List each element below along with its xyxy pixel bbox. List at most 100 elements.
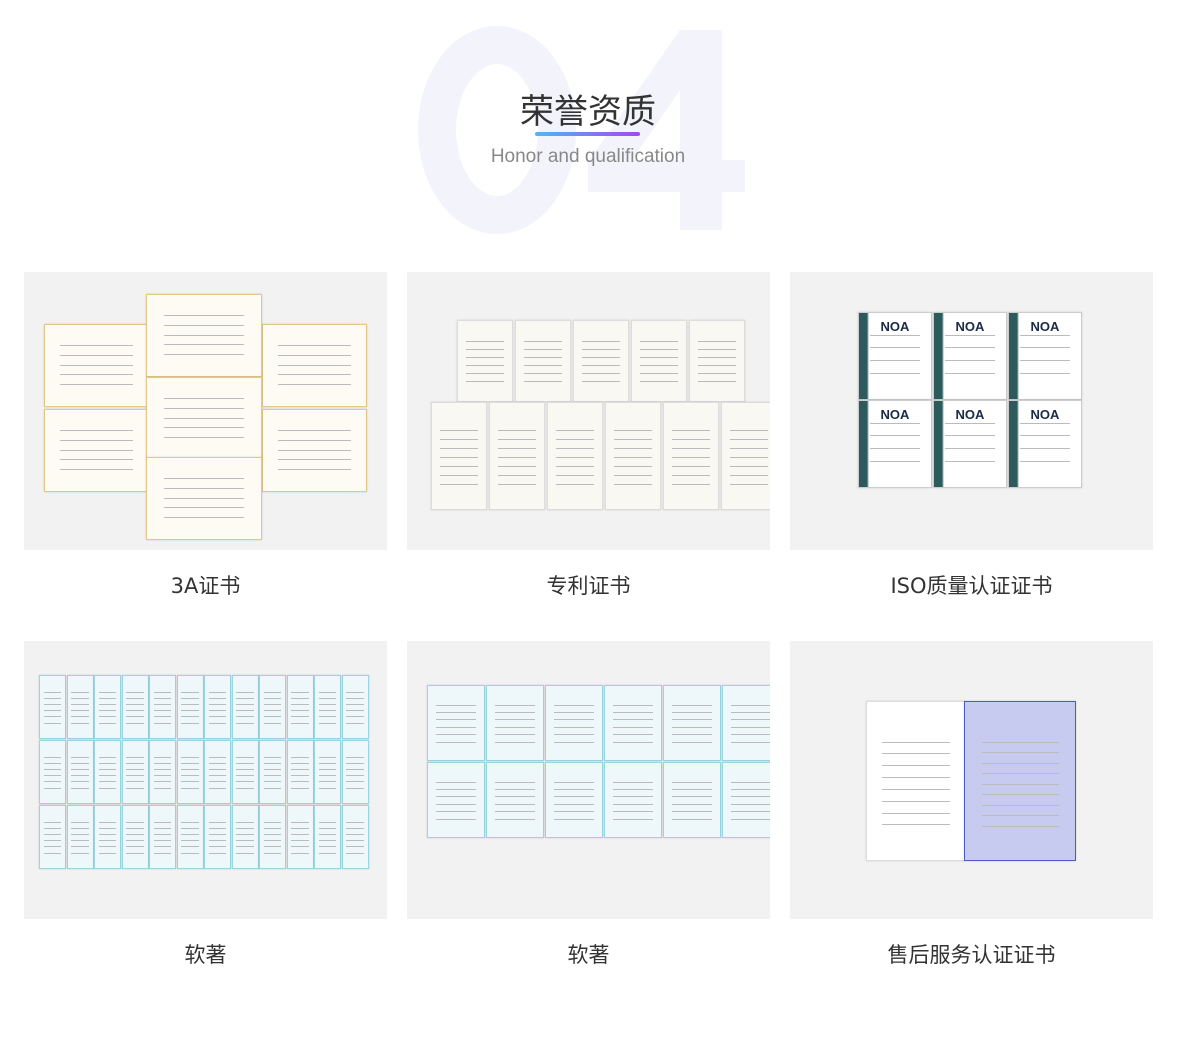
certificate-thumbnail (204, 740, 231, 804)
certificate-thumbnail (489, 402, 545, 510)
certificate-thumbnail (427, 762, 485, 838)
certificate-thumbnail (121, 805, 149, 869)
certificate-thumbnail (721, 402, 770, 510)
certificate-card-software-2[interactable]: 软著 (407, 641, 770, 969)
certificate-thumbnail: NOA (1008, 400, 1082, 488)
certificate-thumbnail (547, 402, 603, 510)
certificate-thumbnail (314, 805, 341, 869)
certificate-thumbnail (457, 320, 513, 402)
card-caption: 售后服务认证证书 (887, 943, 1056, 967)
certificate-thumbnail (176, 740, 204, 804)
certificate-thumbnail (94, 740, 121, 804)
certificate-logo: NOA (1030, 319, 1060, 334)
certificate-image (407, 641, 770, 919)
certificate-thumbnail (631, 320, 687, 402)
certificate-thumbnail (176, 805, 204, 869)
certificate-card-service[interactable]: 售后服务认证证书 (790, 641, 1153, 969)
certificate-thumbnail: NOA (933, 312, 1007, 400)
certificate-thumbnail (94, 805, 121, 869)
certificate-thumbnail (146, 377, 262, 460)
section-title: 荣誉资质 (520, 92, 656, 132)
certificate-card-3a[interactable]: 3A证书 (24, 272, 387, 600)
certificate-thumbnail (866, 701, 966, 861)
card-caption: 软著 (184, 943, 227, 967)
certificate-thumbnail (286, 740, 314, 804)
certificate-thumbnail: NOA (858, 400, 932, 488)
certificate-logo: NOA (880, 319, 910, 334)
certificate-thumbnail (44, 324, 149, 407)
certificate-thumbnail: NOA (933, 400, 1007, 488)
certificate-thumbnail (39, 675, 66, 739)
title-underline (535, 132, 640, 136)
certificate-thumbnail (262, 324, 367, 407)
certificate-thumbnail (262, 409, 367, 492)
certificate-thumbnail (573, 320, 629, 402)
certificate-thumbnail (66, 740, 94, 804)
certificate-thumbnail (663, 762, 721, 838)
certificate-thumbnail (146, 294, 262, 377)
certificate-thumbnail (66, 675, 94, 739)
certificate-thumbnail (149, 740, 176, 804)
certificate-thumbnail (204, 805, 231, 869)
certificate-thumbnail (341, 740, 369, 804)
certificate-thumbnail (149, 805, 176, 869)
card-caption: 专利证书 (546, 574, 631, 598)
certificate-card-iso[interactable]: NOA NOA NOA NOA NOA NOA ISO质量认证证书 (790, 272, 1153, 600)
certificate-thumbnail (259, 740, 286, 804)
certificate-thumbnail (545, 762, 603, 838)
certificate-thumbnail (121, 740, 149, 804)
certificate-thumbnail (722, 685, 770, 761)
certificate-thumbnail (149, 675, 176, 739)
certificate-thumbnail (964, 701, 1076, 861)
watermark-digit-four (588, 30, 745, 230)
certificate-thumbnail (146, 457, 262, 540)
certificate-thumbnail (515, 320, 571, 402)
certificate-thumbnail (486, 762, 544, 838)
certificate-thumbnail (259, 805, 286, 869)
certificate-thumbnail (176, 675, 204, 739)
watermark-digit-zero (418, 26, 576, 234)
certificate-logo: NOA (1030, 407, 1060, 422)
certificate-image: NOA NOA NOA NOA NOA NOA (790, 272, 1153, 550)
certificate-thumbnail (663, 402, 719, 510)
certificate-thumbnail (231, 740, 259, 804)
certificate-thumbnail (204, 675, 231, 739)
certificate-thumbnail (604, 685, 662, 761)
certificate-logo: NOA (955, 407, 985, 422)
certificate-card-software-1[interactable]: 软著 (24, 641, 387, 969)
certificate-thumbnail (94, 675, 121, 739)
background-section-number-watermark (418, 26, 745, 234)
certificate-thumbnail (486, 685, 544, 761)
certificate-thumbnail (663, 685, 721, 761)
certificate-card-patent[interactable]: 专利证书 (407, 272, 770, 600)
certificate-thumbnail (689, 320, 745, 402)
certificate-thumbnail (121, 675, 149, 739)
certificate-thumbnail (39, 805, 66, 869)
certificate-thumbnail (341, 675, 369, 739)
certificate-image (407, 272, 770, 550)
certificate-thumbnail (722, 762, 770, 838)
certificate-thumbnail (314, 675, 341, 739)
certificate-thumbnail (427, 685, 485, 761)
certificate-thumbnail (605, 402, 661, 510)
certificate-image (24, 641, 387, 919)
certificate-thumbnail (66, 805, 94, 869)
certificate-thumbnail (545, 685, 603, 761)
certificate-image (24, 272, 387, 550)
certificate-logo: NOA (880, 407, 910, 422)
certificate-thumbnail (286, 675, 314, 739)
certificate-logo: NOA (955, 319, 985, 334)
certificate-thumbnail: NOA (1008, 312, 1082, 400)
certificate-thumbnail (39, 740, 66, 804)
certificate-thumbnail (431, 402, 487, 510)
certificate-thumbnail: NOA (858, 312, 932, 400)
card-caption: ISO质量认证证书 (890, 574, 1053, 598)
certificate-thumbnail (314, 740, 341, 804)
certificate-thumbnail (604, 762, 662, 838)
certificate-thumbnail (259, 675, 286, 739)
card-caption: 软著 (567, 943, 610, 967)
certificate-thumbnail (231, 675, 259, 739)
certificate-thumbnail (341, 805, 369, 869)
certificate-image (790, 641, 1153, 919)
certificate-thumbnail (231, 805, 259, 869)
